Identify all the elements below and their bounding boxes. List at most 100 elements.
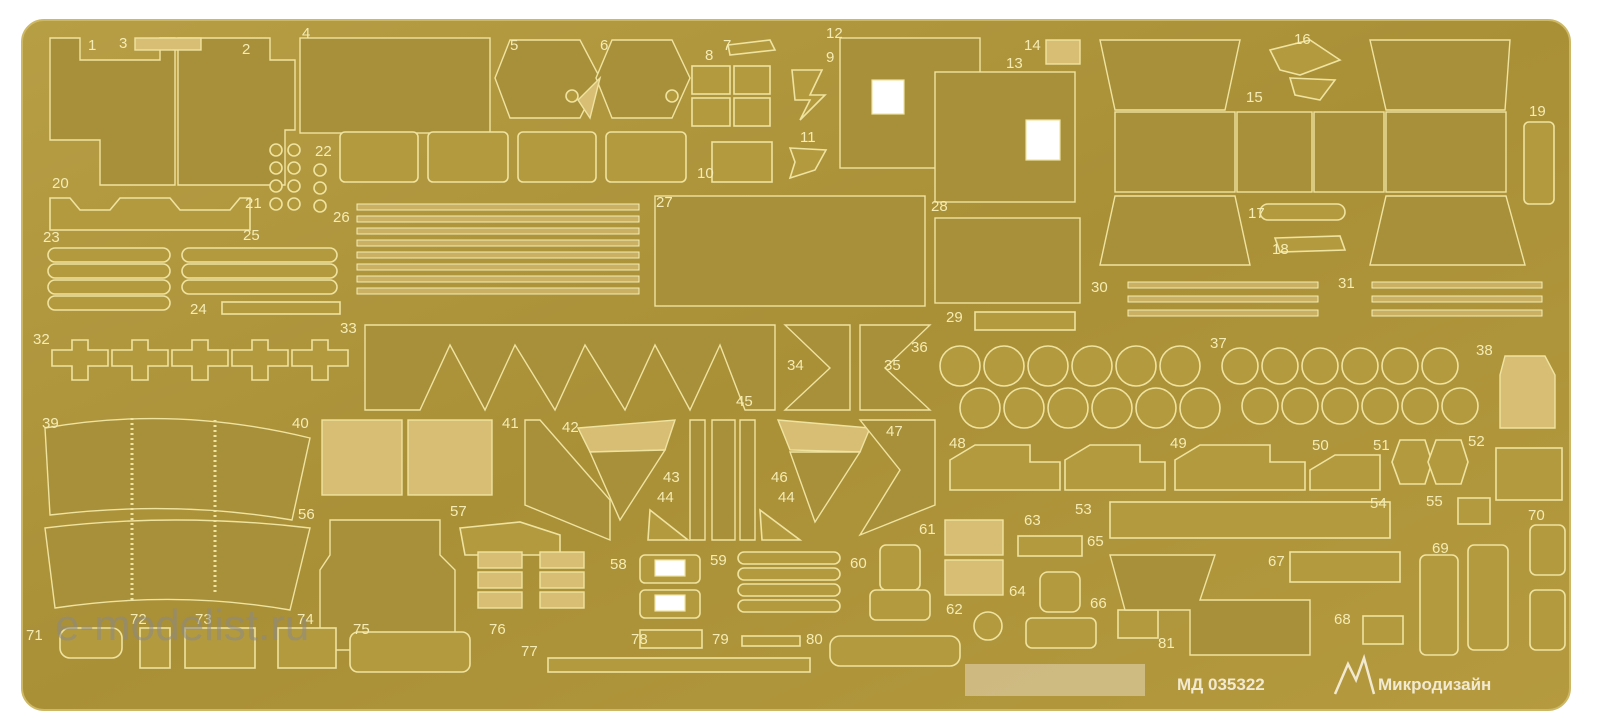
part-38 [1499,355,1556,429]
part-14 [1045,39,1081,65]
part-39 [44,417,311,611]
label-12: 12 [826,25,843,42]
part-79 [741,635,801,647]
label-32: 32 [33,331,50,348]
label-22: 22 [315,143,332,160]
part-57 [459,521,561,556]
label-77: 77 [521,643,538,660]
part-45 [711,419,736,541]
label-47: 47 [886,423,903,440]
part-55 [1457,497,1491,525]
label-58: 58 [610,556,627,573]
part-15-30-31 [1099,39,1526,266]
label-11: 11 [800,129,816,146]
part-32-crosses [51,339,349,381]
part-8 [691,65,771,127]
label-26: 26 [333,209,350,226]
part-61 [944,519,1004,596]
label-67: 67 [1268,553,1285,570]
part-12-13 [839,37,1076,203]
catalog-code: МД 035322 [1177,675,1265,694]
part-33 [364,324,776,412]
part-group-1-2 [49,37,296,186]
part-7 [727,39,777,56]
part-81 [1109,554,1311,656]
label-43: 43 [663,469,680,486]
label-38: 38 [1476,342,1493,359]
label-4: 4 [302,25,310,42]
part-78 [639,629,703,649]
label-71: 71 [26,627,43,644]
label-57: 57 [450,503,467,520]
part-66 [1117,609,1159,639]
label-63: 63 [1024,512,1041,529]
part-4 [299,37,491,134]
part-35 [859,324,932,411]
part-18 [1273,235,1347,253]
label-78: 78 [631,631,648,648]
label-27: 27 [656,194,673,211]
label-61: 61 [919,521,936,538]
label-18: 18 [1272,241,1289,258]
label-49: 49 [1170,435,1187,452]
label-19: 19 [1529,103,1546,120]
part-68 [1362,615,1404,645]
label-15: 15 [1246,89,1263,106]
label-39: 39 [42,415,59,432]
label-69: 69 [1432,540,1449,557]
part-70 [1529,524,1566,651]
label-10: 10 [697,165,714,182]
label-48: 48 [949,435,966,452]
part-20 [49,197,251,231]
label-5: 5 [510,37,518,54]
label-17: 17 [1248,205,1265,222]
label-44a: 44 [657,489,674,506]
part-41 [407,419,493,496]
part-28 [934,217,1081,304]
label-29: 29 [946,309,963,326]
part-34 [783,324,851,411]
label-80: 80 [806,631,823,648]
label-14: 14 [1024,37,1041,54]
part-60 [869,544,931,621]
label-40: 40 [292,415,309,432]
label-7: 7 [723,37,731,54]
label-21: 21 [245,195,262,212]
part-51 [1391,439,1469,485]
part-44 [647,508,691,541]
label-9: 9 [826,49,834,66]
label-1: 1 [88,37,96,54]
label-41: 41 [502,415,519,432]
part-63 [1017,535,1083,557]
part-29 [974,311,1076,331]
label-74: 74 [297,611,314,628]
part-23 [47,247,171,311]
part-10 [711,141,773,183]
part-26-rods [356,203,640,295]
label-79: 79 [712,631,729,648]
part-58 [639,554,701,619]
label-23: 23 [43,229,60,246]
label-6: 6 [600,37,608,54]
label-35: 35 [884,357,901,374]
label-46: 46 [771,469,788,486]
label-45: 45 [736,393,753,410]
label-30: 30 [1091,279,1108,296]
label-33: 33 [340,320,357,337]
part-43 [689,419,706,541]
label-55: 55 [1426,493,1443,510]
label-59: 59 [710,552,727,569]
label-16: 16 [1294,31,1311,48]
part-59 [737,551,841,613]
label-62: 62 [946,601,963,618]
label-60: 60 [850,555,867,572]
label-51: 51 [1373,437,1390,454]
label-3: 3 [119,35,127,52]
part-27 [654,195,926,307]
part-67 [1289,551,1401,583]
part-19 [1523,121,1555,205]
label-44b: 44 [778,489,795,506]
part-48-49-50 [949,444,1381,491]
part-71-75-row [59,627,471,673]
